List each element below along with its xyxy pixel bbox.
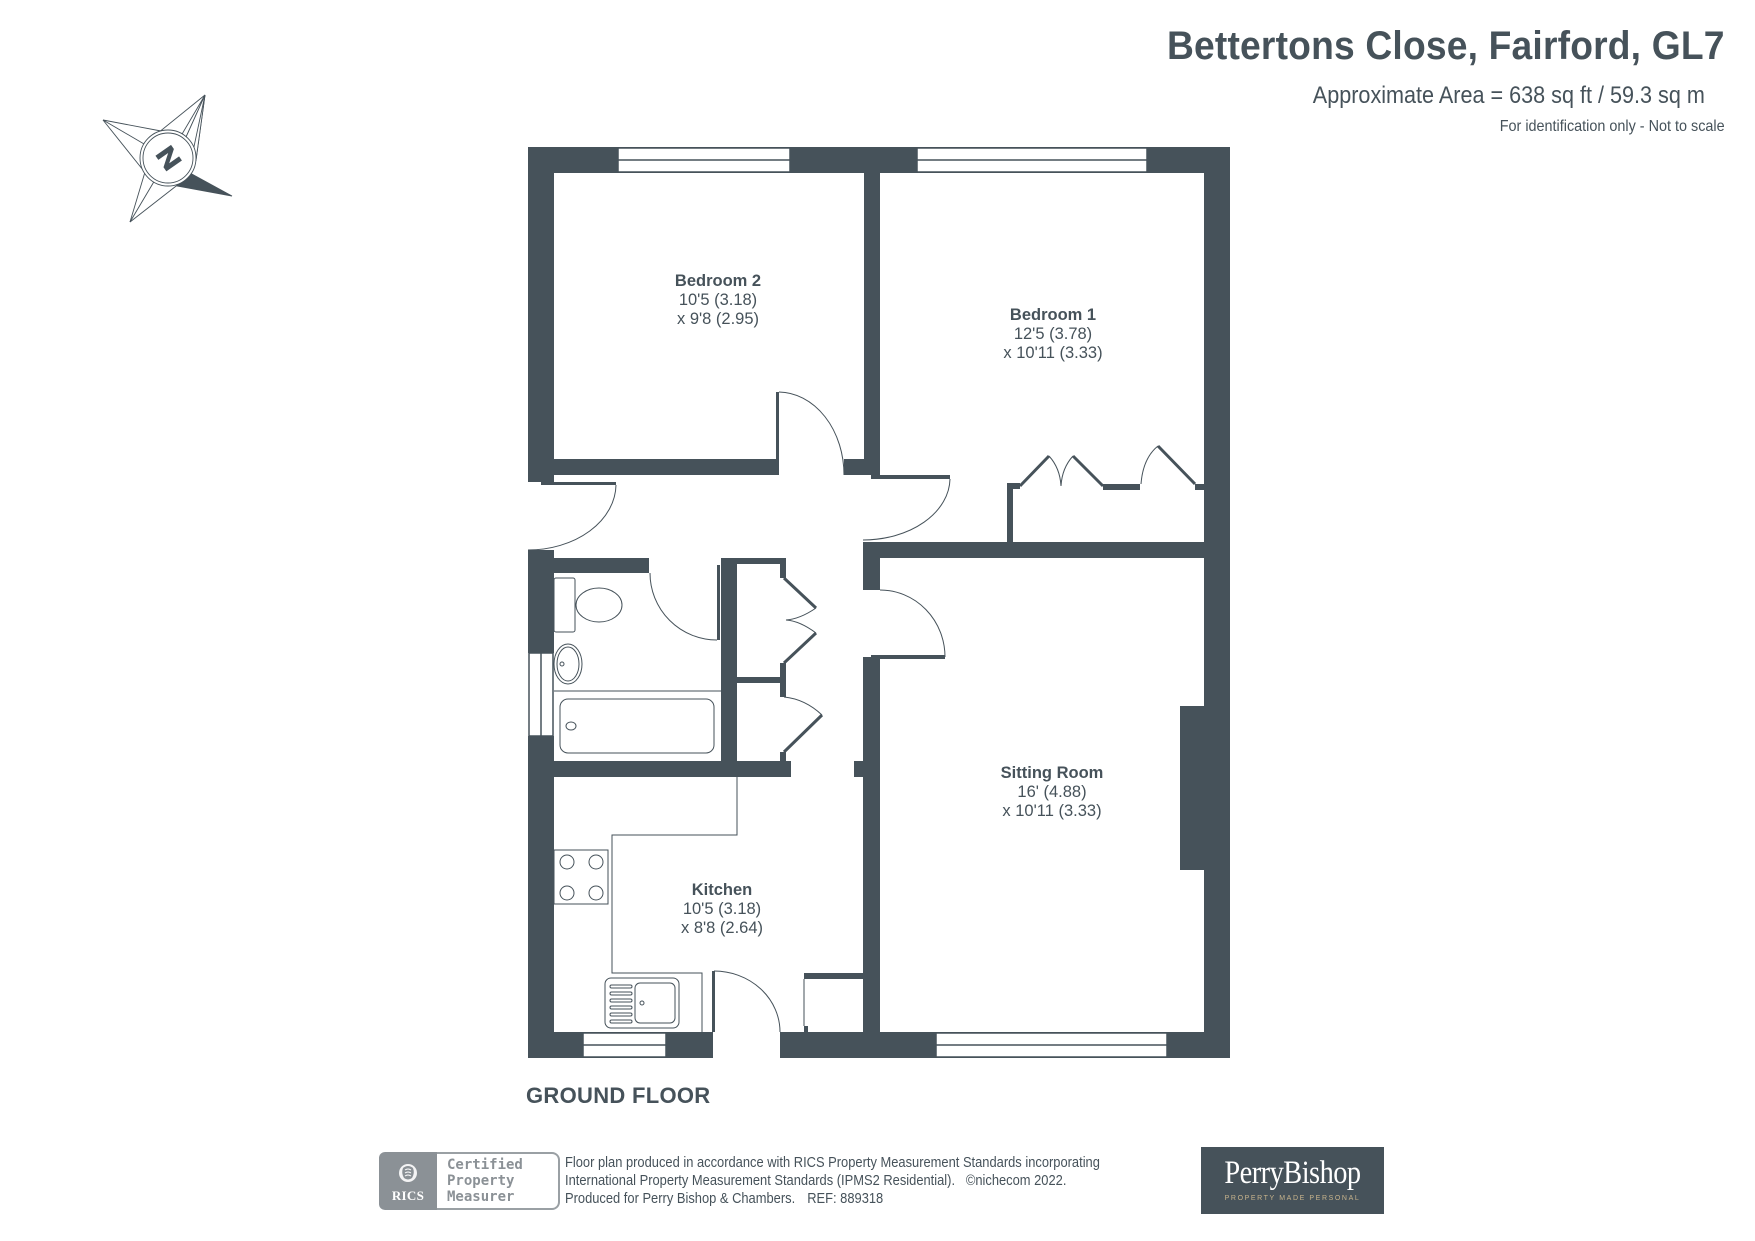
north-arrow-compass-icon [102,94,233,223]
perry-bishop-logo: PerryBishop PROPERTY MADE PERSONAL [1201,1147,1384,1214]
drainer-icon [609,984,633,1024]
brand-tagline: PROPERTY MADE PERSONAL [1224,1195,1361,1202]
room-dimension: 16' (4.88) [1017,783,1087,801]
approximate-area: Approximate Area = 638 sq ft / 59.3 sq m [1313,82,1706,109]
floor-label: GROUND FLOOR [526,1083,711,1108]
bath-icon [559,698,715,754]
footer-line: Floor plan produced in accordance with R… [565,1154,1100,1171]
room-name: Bedroom 1 [1009,306,1097,324]
room-name: Kitchen [691,881,753,899]
room-name: Sitting Room [1000,764,1104,782]
rics-lion-icon [399,1164,417,1182]
windows [528,147,1168,1058]
reference-number: REF: 889318 [807,1190,884,1207]
room-label-bedroom-1: Bedroom 1 12'5 (3.78) x 10'11 (3.33) [1003,306,1102,363]
room-dimension: x 10'11 (3.33) [1003,344,1103,362]
toilet-cistern-icon [553,577,576,633]
room-dimension: x 9'8 (2.95) [676,310,760,328]
rics-certified-badge: RICS Certified Property Measurer [379,1152,560,1210]
brand-name: PerryBishop [1224,1155,1361,1191]
rics-logo: RICS [379,1152,437,1210]
fixtures [553,577,715,1029]
rics-wordmark: RICS [391,1188,425,1203]
scale-disclaimer: For identification only - Not to scale [1500,118,1725,135]
footer-line: Produced for Perry Bishop & Chambers. [565,1190,796,1207]
room-dimension: x 8'8 (2.64) [680,919,764,937]
cert-line: Measurer [447,1189,515,1205]
room-dimension: 10'5 (3.18) [682,900,762,918]
copyright: ©nichecom 2022. [965,1172,1067,1189]
room-dimension: 10'5 (3.18) [678,291,758,309]
toilet-bowl-icon [575,587,623,623]
walls [528,147,1230,1058]
cert-line: Property [447,1173,515,1189]
certified-property-measurer: Certified Property Measurer [437,1152,560,1210]
room-label-kitchen: Kitchen 10'5 (3.18) x 8'8 (2.64) [681,881,763,938]
page-title: Bettertons Close, Fairford, GL7 [1167,24,1725,68]
header: Bettertons Close, Fairford, GL7 Approxim… [1125,22,1725,138]
door-swings [527,391,1197,1033]
room-label-bedroom-2: Bedroom 2 10'5 (3.18) x 9'8 (2.95) [675,272,761,329]
room-name: Bedroom 2 [674,272,762,290]
room-label-sitting-room: Sitting Room 16' (4.88) x 10'11 (3.33) [1001,764,1104,821]
cert-line: Certified [447,1157,523,1173]
footer-disclaimer: Floor plan produced in accordance with R… [565,1154,1100,1208]
room-dimension: x 10'11 (3.33) [1002,802,1102,820]
footer-line: International Property Measurement Stand… [565,1172,956,1189]
room-dimension: 12'5 (3.78) [1013,325,1093,343]
